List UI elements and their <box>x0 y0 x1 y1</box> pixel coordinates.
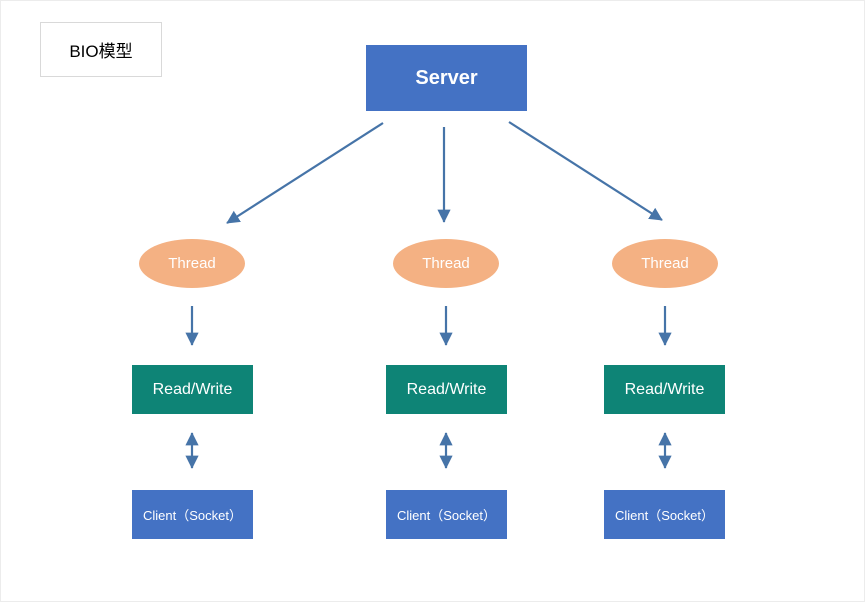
read-write-label-2: Read/Write <box>406 380 487 398</box>
thread-node-1[interactable]: Thread <box>139 239 245 288</box>
thread-node-3[interactable]: Thread <box>612 239 718 288</box>
read-write-label-1: Read/Write <box>152 380 233 398</box>
client-socket-node-1[interactable]: Client（Socket） <box>132 490 253 539</box>
connector-server-to-thread-3 <box>508 121 663 221</box>
thread-label-2: Thread <box>422 255 470 272</box>
server-node[interactable]: Server <box>366 45 527 111</box>
thread-label-3: Thread <box>641 255 689 272</box>
thread-label-1: Thread <box>168 255 216 272</box>
read-write-node-2[interactable]: Read/Write <box>386 365 507 414</box>
diagram-title-box: BIO模型 <box>40 22 162 77</box>
read-write-node-3[interactable]: Read/Write <box>604 365 725 414</box>
read-write-node-1[interactable]: Read/Write <box>132 365 253 414</box>
client-socket-node-3[interactable]: Client（Socket） <box>604 490 725 539</box>
client-socket-label-3: Client（Socket） <box>615 508 714 523</box>
client-socket-node-2[interactable]: Client（Socket） <box>386 490 507 539</box>
read-write-label-3: Read/Write <box>624 380 705 398</box>
client-socket-label-1: Client（Socket） <box>143 508 242 523</box>
server-label: Server <box>415 66 478 89</box>
connector-server-to-thread-1 <box>226 122 384 224</box>
client-socket-label-2: Client（Socket） <box>397 508 496 523</box>
thread-node-2[interactable]: Thread <box>393 239 499 288</box>
diagram-title-label: BIO模型 <box>69 42 133 61</box>
